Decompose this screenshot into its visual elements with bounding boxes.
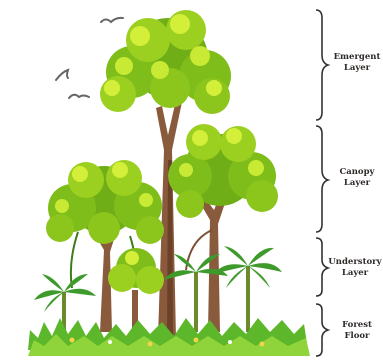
label-line: Forest xyxy=(326,320,383,331)
label-line: Layer xyxy=(324,268,383,279)
canopy-tree-right xyxy=(168,124,278,332)
label-line: Emergent xyxy=(326,52,383,63)
label-line: Canopy xyxy=(326,167,383,178)
bird-icon xyxy=(101,18,123,22)
understory-layer-label: Understory Layer xyxy=(324,257,383,279)
label-line: Understory xyxy=(324,257,383,268)
forest-floor-layer-label: Forest Floor xyxy=(326,320,383,342)
canopy-layer-label: Canopy Layer xyxy=(326,167,383,189)
label-line: Floor xyxy=(326,331,383,342)
emergent-layer-label: Emergent Layer xyxy=(326,52,383,74)
bird-icon xyxy=(69,95,89,98)
canopy-right-crown xyxy=(168,124,278,218)
bird-icon xyxy=(56,70,68,80)
label-line: Layer xyxy=(326,63,383,74)
palm-right xyxy=(214,246,282,332)
canopy-left-crown xyxy=(46,160,164,244)
emergent-crown xyxy=(100,10,231,114)
label-line: Layer xyxy=(326,178,383,189)
understory-bush xyxy=(108,248,164,330)
